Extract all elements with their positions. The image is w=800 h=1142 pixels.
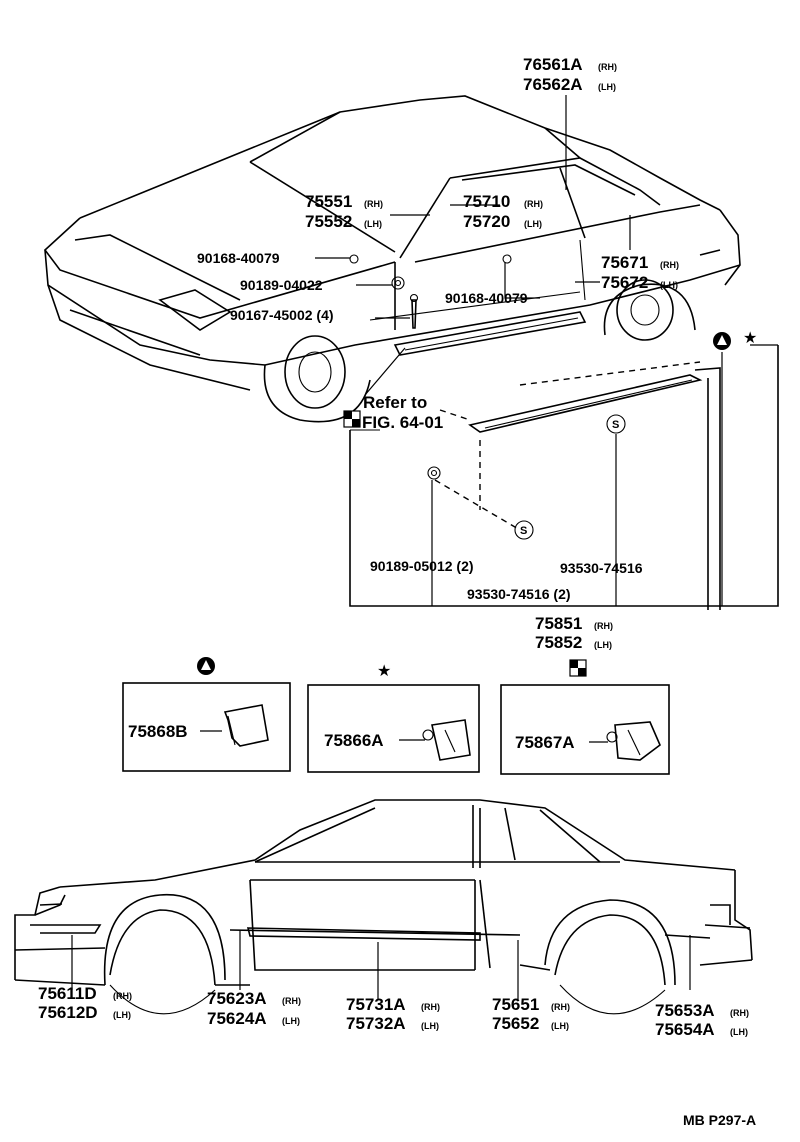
- svg-text:76562A: 76562A: [523, 75, 583, 94]
- svg-text:75652: 75652: [492, 1014, 539, 1033]
- clip-box-2: ★ 75866A: [307, 661, 480, 773]
- lower-leader-lines: [71, 930, 691, 1000]
- clip-part-1: 75868B: [128, 722, 188, 741]
- label-90167-45002: 90167-45002 (4): [230, 307, 334, 323]
- s-mark-1: S: [612, 419, 619, 431]
- svg-text:(LH): (LH): [364, 219, 382, 229]
- svg-text:76561A: 76561A: [523, 55, 583, 74]
- svg-text:(LH): (LH): [594, 640, 612, 650]
- svg-text:75653A: 75653A: [655, 1001, 715, 1020]
- s-mark-2: S: [520, 525, 527, 537]
- label-90168-40079-b: 90168-40079: [445, 290, 528, 306]
- svg-text:75672: 75672: [601, 273, 648, 292]
- svg-text:(RH): (RH): [364, 199, 383, 209]
- clip-part-2: 75866A: [324, 731, 384, 750]
- fig-ref-text: FIG. 64-01: [362, 413, 443, 432]
- svg-text:(LH): (LH): [598, 82, 616, 92]
- label-75651: 75651 (RH) 75652 (LH): [492, 995, 570, 1033]
- svg-text:75671: 75671: [601, 253, 648, 272]
- svg-text:75552: 75552: [305, 212, 352, 231]
- label-75623A: 75623A (RH) 75624A (LH): [207, 989, 301, 1028]
- figure-code: MB P297-A: [683, 1112, 756, 1128]
- svg-text:(RH): (RH): [730, 1008, 749, 1018]
- label-93530-74516-a: 93530-74516: [560, 560, 643, 576]
- svg-text:(LH): (LH): [551, 1021, 569, 1031]
- svg-text:75654A: 75654A: [655, 1020, 715, 1039]
- svg-text:75623A: 75623A: [207, 989, 267, 1008]
- svg-text:75612D: 75612D: [38, 1003, 98, 1022]
- svg-text:(RH): (RH): [660, 260, 679, 270]
- svg-text:75732A: 75732A: [346, 1014, 406, 1033]
- star-symbol-clip: ★: [377, 661, 391, 680]
- label-93530-74516-b: 93530-74516 (2): [467, 586, 571, 602]
- checker-symbol-upper: [343, 410, 361, 428]
- upper-leader-lines: [315, 95, 631, 396]
- svg-text:75852: 75852: [535, 633, 582, 652]
- clip-box-1: 75868B: [122, 657, 291, 772]
- svg-text:(LH): (LH): [113, 1010, 131, 1020]
- star-symbol-upper: ★: [743, 328, 757, 347]
- svg-text:(RH): (RH): [551, 1002, 570, 1012]
- svg-text:75731A: 75731A: [346, 995, 406, 1014]
- svg-text:(LH): (LH): [421, 1021, 439, 1031]
- svg-text:(LH): (LH): [524, 219, 542, 229]
- clip-part-3: 75867A: [515, 733, 575, 752]
- svg-text:(RH): (RH): [598, 62, 617, 72]
- svg-text:75624A: 75624A: [207, 1009, 267, 1028]
- label-90189-04022: 90189-04022: [240, 277, 323, 293]
- label-75653A: 75653A (RH) 75654A (LH): [655, 1001, 749, 1039]
- label-90189-05012: 90189-05012 (2): [370, 558, 474, 574]
- svg-text:(RH): (RH): [421, 1002, 440, 1012]
- label-75671: 75671 (RH) 75672 (LH): [601, 253, 679, 292]
- svg-text:(RH): (RH): [524, 199, 543, 209]
- svg-text:(LH): (LH): [730, 1027, 748, 1037]
- svg-text:(RH): (RH): [113, 991, 132, 1001]
- label-75710: 75710 (RH) 75720 (LH): [463, 192, 543, 231]
- label-90168-40079-a: 90168-40079: [197, 250, 280, 266]
- label-76561A: 76561A (RH) 76562A (LH): [523, 55, 617, 94]
- label-75731A: 75731A (RH) 75732A (LH): [346, 995, 440, 1033]
- svg-text:(RH): (RH): [594, 621, 613, 631]
- label-75851: 75851 (RH) 75852 (LH): [535, 614, 613, 652]
- svg-text:75651: 75651: [492, 995, 539, 1014]
- refer-to-text: Refer to: [363, 393, 427, 412]
- label-75551: 75551 (RH) 75552 (LH): [305, 192, 383, 231]
- svg-text:(LH): (LH): [660, 280, 678, 290]
- svg-text:75720: 75720: [463, 212, 510, 231]
- svg-text:75710: 75710: [463, 192, 510, 211]
- svg-text:75611D: 75611D: [38, 984, 97, 1003]
- clip-box-3: 75867A: [500, 659, 670, 775]
- svg-text:(LH): (LH): [282, 1016, 300, 1026]
- svg-text:(RH): (RH): [282, 996, 301, 1006]
- lower-car-drawing: [14, 799, 753, 1015]
- svg-text:75851: 75851: [535, 614, 582, 633]
- rocker-moulding-detail: S S: [349, 344, 779, 610]
- label-75611D: 75611D (RH) 75612D (LH): [38, 984, 132, 1022]
- svg-text:75551: 75551: [305, 192, 352, 211]
- triangle-circle-symbol-upper: [713, 332, 731, 350]
- upper-car-drawing: [43, 95, 741, 423]
